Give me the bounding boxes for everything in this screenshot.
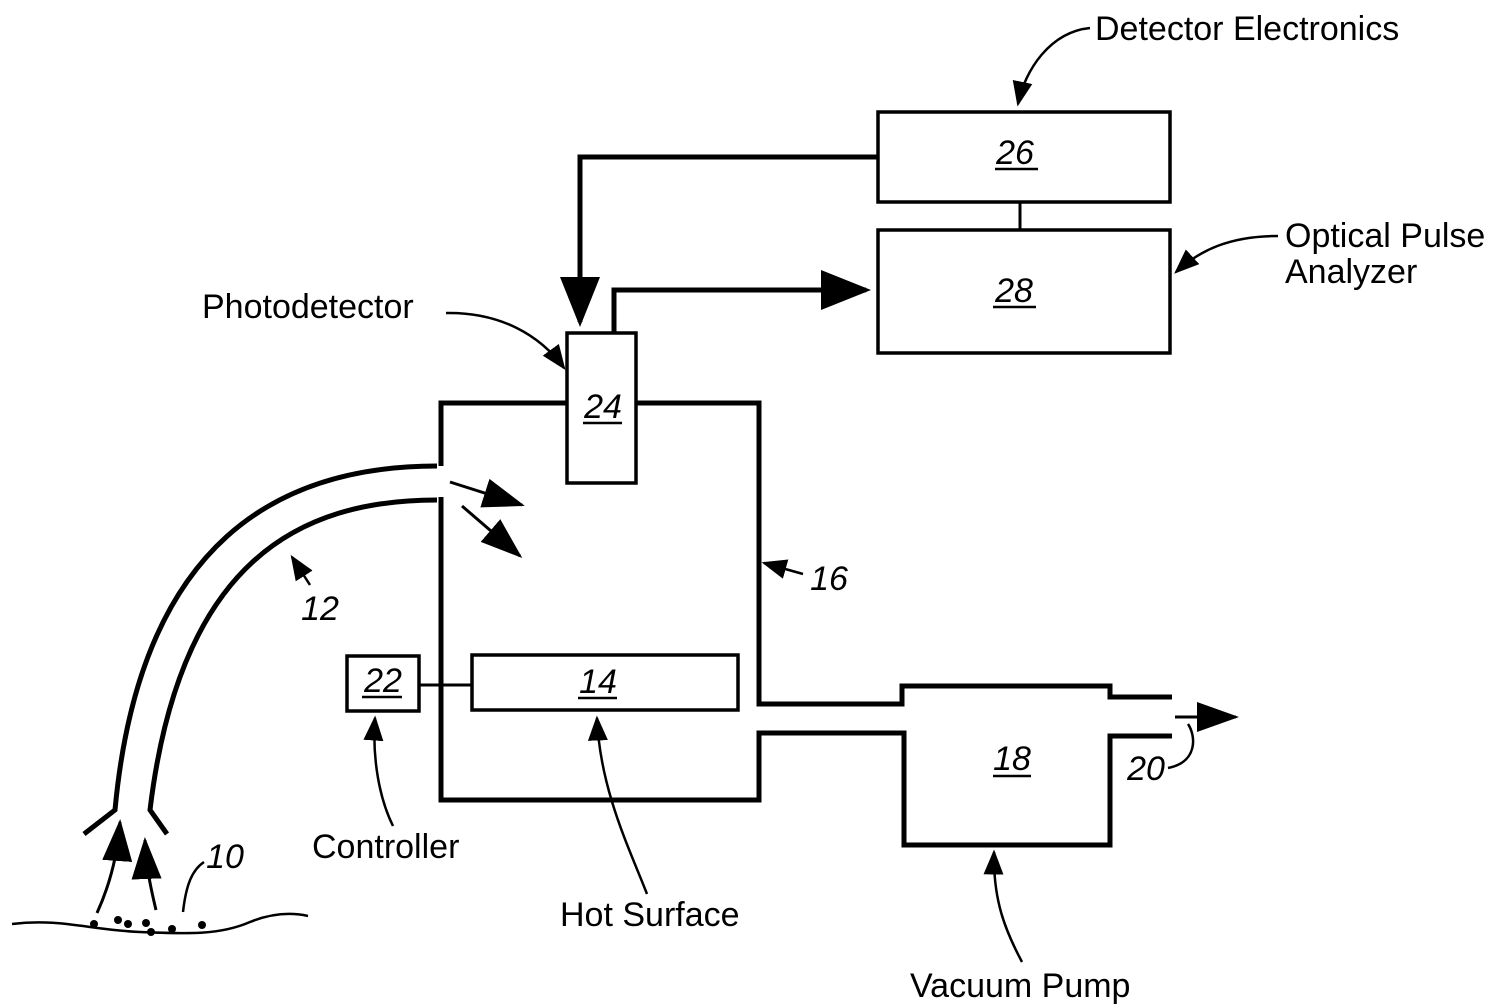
ref-24: 24 [583,388,622,426]
label-vacuum-pump: Vacuum Pump [910,967,1130,1005]
ref-10-leader [181,860,205,913]
leader-vacuum-pump [983,849,1024,963]
chamber-top-left [438,400,567,466]
ref-14: 14 [579,663,617,701]
emission-arrow-lower [461,504,523,558]
hot-surface-box [470,653,740,712]
ref-26: 26 [995,134,1034,172]
emission-arrow-upper [449,478,525,508]
sample-particles [90,916,206,936]
leader-detector-electronics [1012,26,1091,107]
label-photodetector: Photodetector [202,288,414,326]
ref-12: 12 [301,590,339,628]
controller-box [345,654,421,713]
label-detector-electronics: Detector Electronics [1095,10,1399,48]
label-optical-pulse-line1: Optical Pulse [1285,217,1485,255]
ref-20-leader [1167,723,1195,770]
label-hot-surface: Hot Surface [560,896,740,934]
leader-controller [363,715,395,827]
chamber-bottom-pump [438,497,1172,848]
ref-16-leader [761,559,804,579]
photodetector-box [565,331,638,485]
vapor-arrow-right [131,837,162,911]
signal-wire-26-to-24 [560,154,878,327]
leader-hot-surface [587,715,649,895]
sampling-tube-outer [82,463,438,836]
ref-28: 28 [994,272,1033,310]
ref-18: 18 [993,740,1031,778]
leader-optical-pulse-analyzer [1174,234,1279,274]
label-controller: Controller [312,828,459,866]
ref-20: 20 [1126,750,1165,788]
ref-16: 16 [810,560,848,598]
leader-photodetector [445,311,566,371]
ref-22: 22 [363,662,402,700]
label-optical-pulse-line2: Analyzer [1285,253,1417,291]
ground-surface [11,912,309,935]
sampling-tube-inner [147,497,438,836]
signal-wire-24-to-28 [611,270,871,333]
ref-10: 10 [206,838,244,876]
ref-12-leader [290,554,313,586]
optical-pulse-analyzer-box [876,228,1172,355]
chamber-top-right-outlet [636,400,1172,707]
vapor-arrow-left [95,819,133,914]
